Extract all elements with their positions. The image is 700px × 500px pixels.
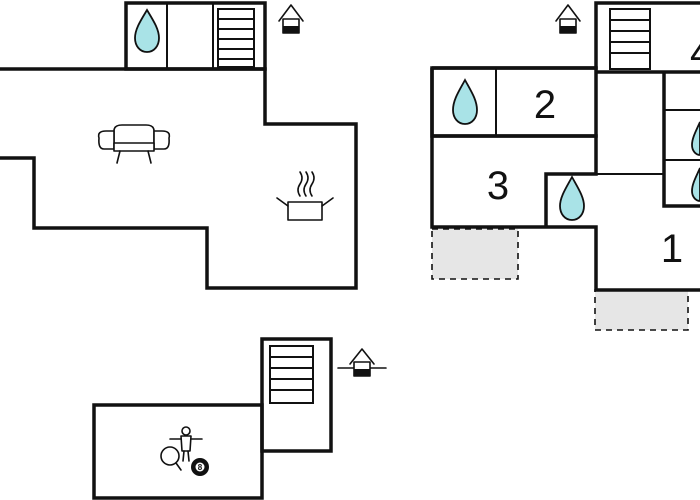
room-2-number: 2 [534,83,556,127]
room-1-number: 1 [661,227,683,271]
water-drop-icon [559,175,585,221]
water-drop-icon [691,121,700,156]
house-entrance-icon [555,4,581,34]
games-stair-hall [260,337,333,453]
left-unit-main-outline [0,67,358,290]
staircase-icon [217,8,255,68]
right-unit: 2 3 1 4 [430,1,700,331]
room-3-number: 3 [487,164,509,208]
terrace [594,289,689,331]
terrace [431,228,519,280]
sofa-icon [97,124,171,164]
house-entrance-icon [278,4,304,34]
left-unit [0,1,358,290]
staircase-icon [609,8,651,70]
staircase-icon [269,345,314,404]
room-4-outline [596,70,700,208]
room-4-number: 4 [690,31,700,75]
billiard-ball-label: 8 [198,463,203,472]
house-entrance-icon [337,348,387,377]
games-unit: 8 [92,337,387,500]
water-drop-icon [691,167,700,202]
cooking-pot-icon [276,171,334,221]
water-drop-icon [452,78,478,125]
table-tennis-foosball-billiard-icon: 8 [160,426,209,476]
water-drop-icon [134,8,160,53]
